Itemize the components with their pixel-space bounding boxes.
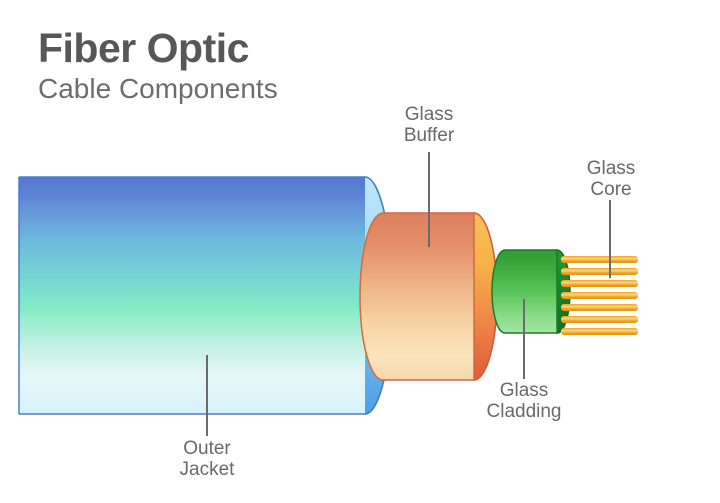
- label-glass-core: Glass Core: [586, 158, 636, 201]
- core-strand: [561, 292, 638, 299]
- title-main: Fiber Optic: [38, 25, 249, 71]
- leader-lines: [206, 152, 611, 436]
- label-glass-cladding: Glass Cladding: [486, 380, 562, 423]
- glass-core-strands: [561, 256, 638, 335]
- label-outer-jacket: Outer Jacket: [179, 438, 235, 481]
- outer-jacket-outline: [18, 176, 365, 415]
- page-title: Fiber Optic Cable Components: [38, 28, 278, 103]
- label-glass-buffer: Glass Buffer: [403, 104, 455, 147]
- title-sub: Cable Components: [38, 73, 278, 104]
- core-strand: [561, 316, 638, 323]
- outer-jacket-body: [19, 177, 365, 414]
- glass-cladding-group: [491, 249, 571, 334]
- core-strand: [561, 328, 638, 335]
- glass-buffer-body: [359, 212, 475, 381]
- core-strand: [561, 256, 638, 263]
- outer-jacket-group: [18, 176, 393, 415]
- core-strand: [561, 304, 638, 311]
- glass-cladding-body: [491, 249, 558, 334]
- core-strand: [561, 280, 638, 287]
- core-strand: [561, 268, 638, 275]
- glass-buffer-group: [359, 212, 498, 381]
